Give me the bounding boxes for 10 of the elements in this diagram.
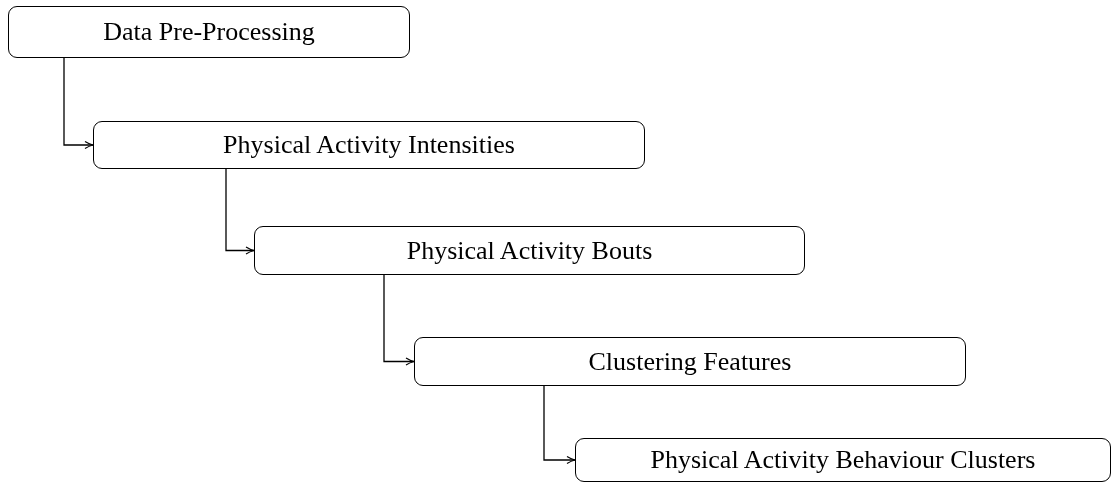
process-box xyxy=(93,121,645,169)
box-label: Clustering Features xyxy=(588,346,792,377)
box-label: Physical Activity Bouts xyxy=(406,235,653,266)
process-box xyxy=(8,6,410,58)
process-box xyxy=(414,337,966,386)
process-box xyxy=(254,226,805,275)
box-label: Physical Activity Behaviour Clusters xyxy=(650,445,1036,475)
box-label: Data Pre-Processing xyxy=(103,17,315,47)
box-label: Physical Activity Intensities xyxy=(223,130,515,160)
process-box xyxy=(575,438,1111,482)
